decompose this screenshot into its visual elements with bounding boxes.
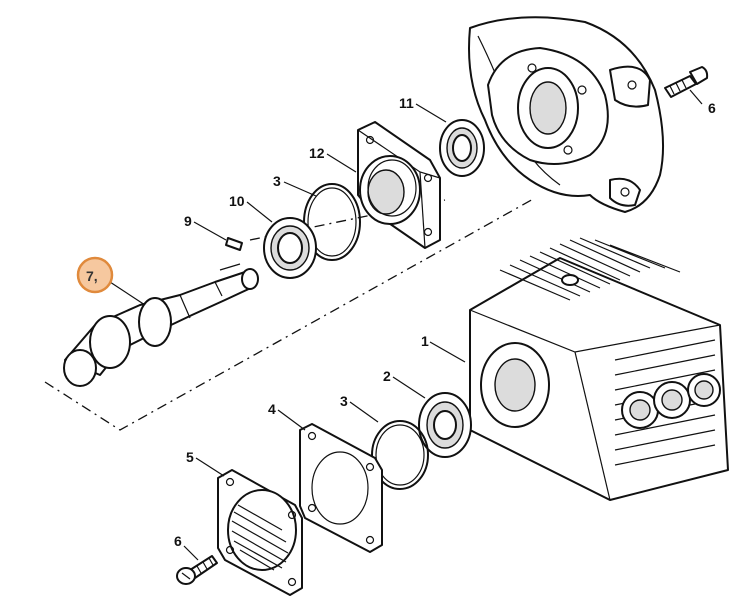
assembly-axis-lines xyxy=(44,197,536,431)
crankshaft-7 xyxy=(63,263,259,387)
callout-4: 4 xyxy=(268,401,276,417)
callout-9: 9 xyxy=(184,213,192,229)
callout-11: 11 xyxy=(399,95,414,111)
callout-1: 1 xyxy=(421,333,429,349)
highlight-circle xyxy=(76,256,114,294)
callout-5: 5 xyxy=(186,449,194,465)
callout-6-bottom: 6 xyxy=(174,533,182,549)
o-ring-lower xyxy=(371,420,429,490)
bearing-cover-5 xyxy=(217,469,303,596)
bearing-11 xyxy=(439,119,485,177)
bearing-2 xyxy=(418,392,472,458)
leader-lines xyxy=(109,89,703,561)
callout-7: 7, xyxy=(86,268,98,284)
key-9 xyxy=(225,237,243,251)
callout-7-highlight[interactable]: 7, xyxy=(76,256,114,294)
bearing-housing-12 xyxy=(357,121,441,249)
bolt-bottom xyxy=(176,555,218,585)
pump-housing-1 xyxy=(469,237,729,501)
callout-12: 12 xyxy=(309,145,325,161)
callout-3-upper: 3 xyxy=(273,173,281,189)
bolt-top xyxy=(664,66,709,98)
callout-3-lower: 3 xyxy=(340,393,348,409)
callout-2: 2 xyxy=(383,368,391,384)
gasket-4 xyxy=(299,423,383,553)
callout-10: 10 xyxy=(229,193,245,209)
motor-flange xyxy=(468,16,665,213)
callout-6-top: 6 xyxy=(708,100,716,116)
bearing-10 xyxy=(263,217,317,279)
